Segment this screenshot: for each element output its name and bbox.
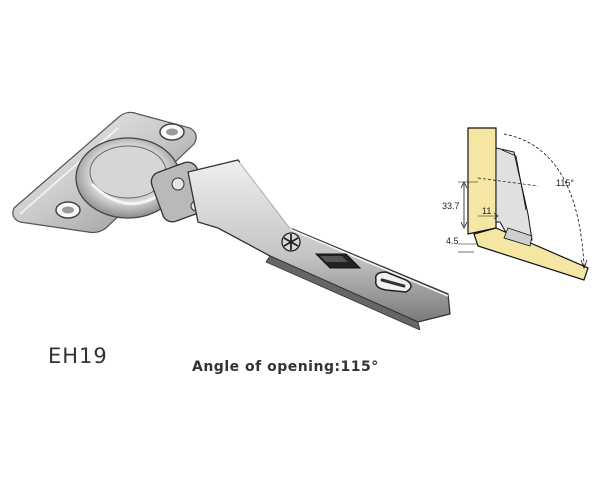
opening-angle-arc bbox=[503, 133, 585, 267]
concealed-cabinet-hinge-icon bbox=[12, 111, 451, 330]
height-dimension-label: 33.7 bbox=[442, 201, 460, 211]
cabinet-side-panel bbox=[467, 127, 497, 235]
angle-label: 115° bbox=[556, 178, 574, 188]
overlay-dimension-label: 4.5 bbox=[446, 236, 459, 246]
opening-angle-caption: Angle of opening:115° bbox=[192, 359, 379, 375]
hinge-installation-diagram: 115° 33.7 11 4.5 bbox=[442, 127, 589, 281]
model-code: EH19 bbox=[48, 344, 108, 368]
offset-dimension-label: 11 bbox=[482, 206, 491, 216]
